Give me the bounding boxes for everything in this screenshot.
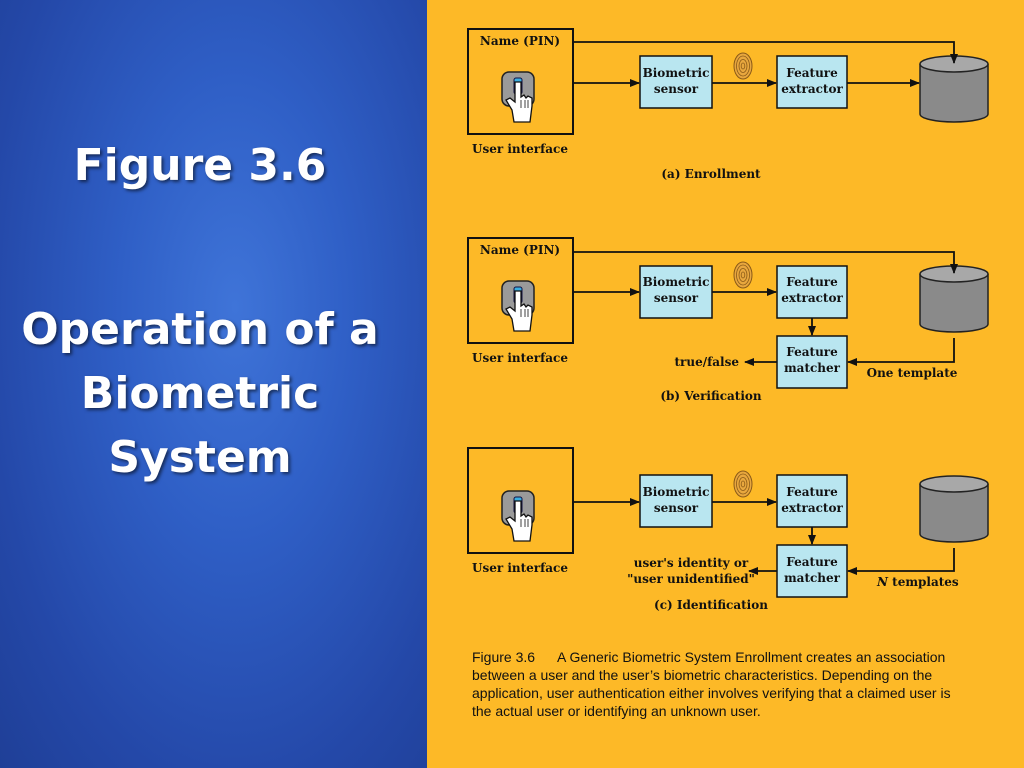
name-label-bg	[479, 33, 559, 49]
identification-diagram: User interface Biometric sensor Feature …	[467, 447, 989, 612]
diagram-panel	[427, 0, 1024, 768]
feature-extractor-box	[776, 55, 848, 109]
user-identity-label-1: user's identity or	[634, 556, 749, 570]
figure-caption-text: A Generic Biometric System Enrollment cr…	[472, 649, 951, 719]
feature-extractor-label-2: extractor	[781, 82, 843, 96]
user-interface-box	[467, 447, 574, 554]
biometric-sensor-label-1: Biometric	[643, 275, 710, 289]
one-template-label: One template	[867, 366, 958, 380]
biometric-sensor-label-2: sensor	[654, 82, 699, 96]
identification-caption: (c) Identification	[654, 598, 768, 612]
feature-matcher-label-2: matcher	[784, 361, 841, 375]
biometric-sensor-label-2: sensor	[654, 501, 699, 515]
name-pin-label: Name (PIN)	[480, 34, 560, 48]
biometric-sensor-label-1: Biometric	[643, 485, 710, 499]
biometric-sensor-label-2: sensor	[654, 291, 699, 305]
n-templates-label: N templates	[876, 575, 959, 589]
n-templates-count: N	[876, 575, 889, 589]
biometric-sensor-label-1: Biometric	[643, 66, 710, 80]
arrow-database-to-matcher	[847, 338, 955, 366]
database-icon	[919, 265, 989, 333]
hand-icon	[501, 71, 535, 123]
left-title-panel	[0, 0, 427, 768]
arrow-database-to-matcher	[847, 548, 955, 575]
fingerprint-icon	[733, 261, 753, 289]
hand-icon	[501, 280, 535, 332]
user-interface-box	[467, 237, 574, 344]
enrollment-diagram: Name (PIN) User interface Biometric sens…	[467, 28, 989, 181]
feature-matcher-label-1: Feature	[786, 345, 838, 359]
feature-matcher-label-2: matcher	[784, 571, 841, 585]
user-interface-box	[467, 28, 574, 135]
database-icon	[919, 475, 989, 543]
fingerprint-icon	[733, 470, 753, 498]
n-templates-text: templates	[888, 575, 959, 589]
feature-extractor-label-1: Feature	[786, 66, 838, 80]
hand-icon	[501, 490, 535, 542]
verification-caption: (b) Verification	[660, 389, 762, 403]
feature-extractor-box	[776, 265, 848, 319]
biometric-sensor-box	[639, 474, 713, 528]
database-icon	[919, 55, 989, 123]
figure-number-title: Figure 3.6	[73, 140, 327, 191]
arrow-name-to-database	[573, 251, 958, 274]
true-false-label: true/false	[675, 355, 740, 369]
enrollment-caption: (a) Enrollment	[661, 167, 761, 181]
user-interface-label: User interface	[472, 561, 568, 575]
figure-caption-number: Figure 3.6	[472, 649, 536, 665]
feature-extractor-label-1: Feature	[786, 485, 838, 499]
fingerprint-icon	[733, 52, 753, 80]
user-interface-label: User interface	[472, 351, 568, 365]
feature-extractor-label-1: Feature	[786, 275, 838, 289]
biometric-sensor-box	[639, 265, 713, 319]
slide-title: Operation of a Biometric System	[21, 304, 379, 483]
feature-matcher-box	[776, 544, 848, 598]
arrow-name-to-database	[573, 41, 958, 64]
name-pin-label: Name (PIN)	[480, 243, 560, 257]
feature-matcher-box	[776, 335, 848, 389]
biometric-system-diagram: Name (PIN) User interface Biometric sens…	[467, 28, 989, 612]
feature-extractor-label-2: extractor	[781, 291, 843, 305]
user-interface-label: User interface	[472, 142, 568, 156]
verification-diagram: Name (PIN) User interface Biometric sens…	[467, 237, 989, 403]
biometric-sensor-box	[639, 55, 713, 109]
feature-matcher-label-1: Feature	[786, 555, 838, 569]
feature-extractor-label-2: extractor	[781, 501, 843, 515]
name-label-bg	[479, 242, 559, 258]
user-identity-label-2: "user unidentified"	[627, 572, 755, 586]
